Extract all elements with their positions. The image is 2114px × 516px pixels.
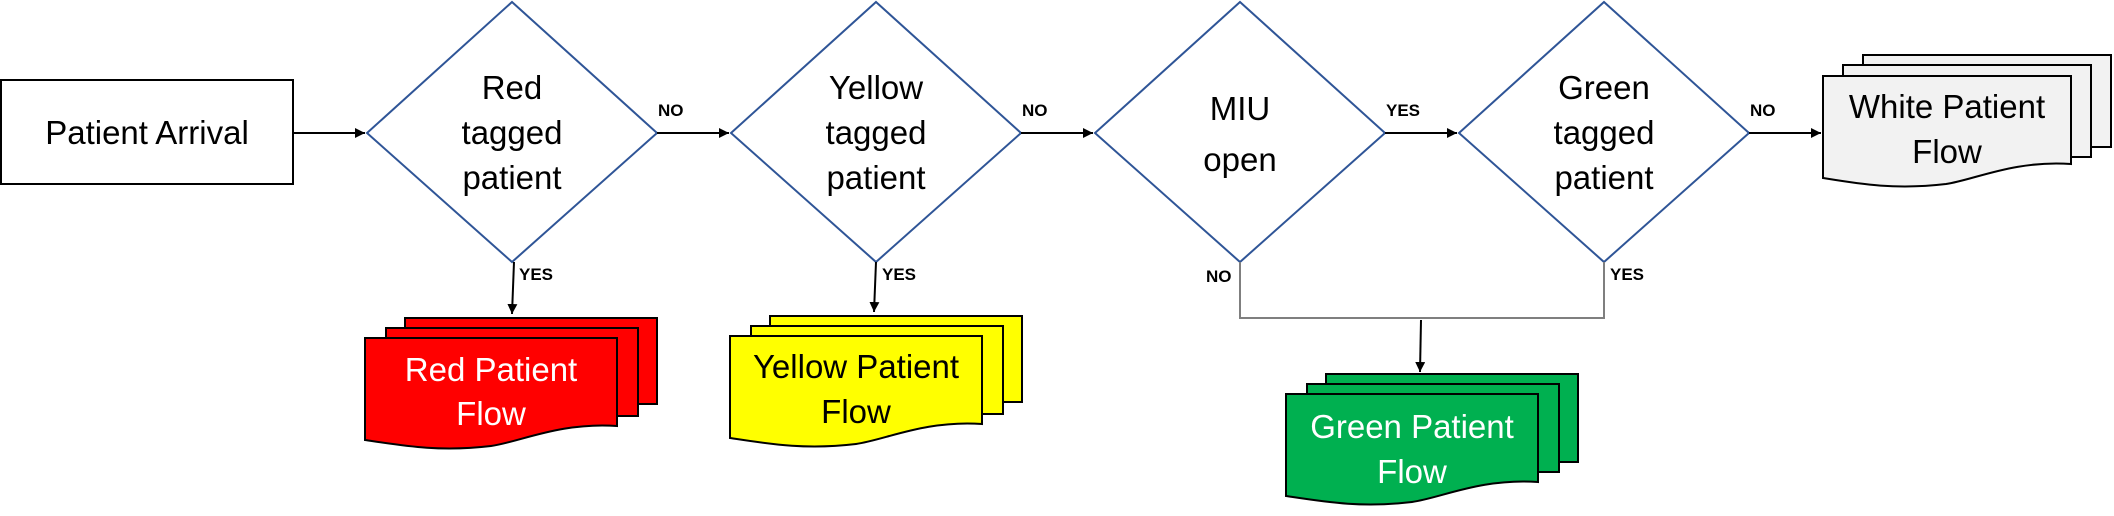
patient-arrival-label: Patient Arrival bbox=[45, 114, 249, 151]
decision-green-line-3: patient bbox=[1554, 159, 1653, 196]
edge-label-yellow-yes: YES bbox=[882, 265, 916, 284]
white-flow-line-1: White Patient bbox=[1849, 88, 2045, 125]
decision-yellow-line-3: patient bbox=[826, 159, 925, 196]
yellow-patient-flow: Yellow Patient Flow bbox=[729, 315, 1023, 448]
red-flow-line-2: Flow bbox=[456, 395, 526, 432]
decision-yellow-line-2: tagged bbox=[826, 114, 927, 151]
edge-merge-to-green bbox=[1239, 262, 1605, 319]
decision-yellow-line-1: Yellow bbox=[829, 69, 923, 106]
edge-yellow-yes-down bbox=[869, 261, 880, 313]
decision-green-line-2: tagged bbox=[1554, 114, 1655, 151]
decision-miu-open: MIU open bbox=[1093, 0, 1387, 264]
edge-label-green-no: NO bbox=[1750, 101, 1776, 120]
edge-label-miu-no: NO bbox=[1206, 267, 1232, 286]
red-patient-flow: Red Patient Flow bbox=[364, 317, 658, 450]
decision-red-tagged: Red tagged patient bbox=[365, 0, 659, 264]
edge-merge-down bbox=[1415, 319, 1426, 373]
green-patient-flow: Green Patient Flow bbox=[1285, 373, 1579, 506]
decision-red-line-2: tagged bbox=[462, 114, 563, 151]
decision-green-line-1: Green bbox=[1558, 69, 1650, 106]
decision-yellow-tagged: Yellow tagged patient bbox=[729, 0, 1023, 264]
red-flow-line-1: Red Patient bbox=[405, 351, 577, 388]
decision-miu-line-2: open bbox=[1203, 141, 1276, 178]
decision-green-tagged: Green tagged patient bbox=[1457, 0, 1751, 264]
yellow-flow-line-1: Yellow Patient bbox=[753, 348, 959, 385]
yellow-flow-line-2: Flow bbox=[821, 393, 891, 430]
patient-arrival-node: Patient Arrival bbox=[0, 79, 294, 185]
edge-red-yes-down bbox=[507, 261, 518, 315]
white-flow-line-2: Flow bbox=[1912, 133, 1982, 170]
edge-label-red-yes: YES bbox=[519, 265, 553, 284]
edge-label-green-yes: YES bbox=[1610, 265, 1644, 284]
decision-red-line-1: Red bbox=[482, 69, 543, 106]
green-flow-line-1: Green Patient bbox=[1310, 408, 1514, 445]
green-flow-line-2: Flow bbox=[1377, 453, 1447, 490]
edge-label-miu-yes: YES bbox=[1386, 101, 1420, 120]
edge-label-yellow-no: NO bbox=[1022, 101, 1048, 120]
decision-red-line-3: patient bbox=[462, 159, 561, 196]
edge-label-red-no: NO bbox=[658, 101, 684, 120]
decision-miu-line-1: MIU bbox=[1210, 90, 1271, 127]
white-patient-flow: White Patient Flow bbox=[1822, 54, 2112, 188]
